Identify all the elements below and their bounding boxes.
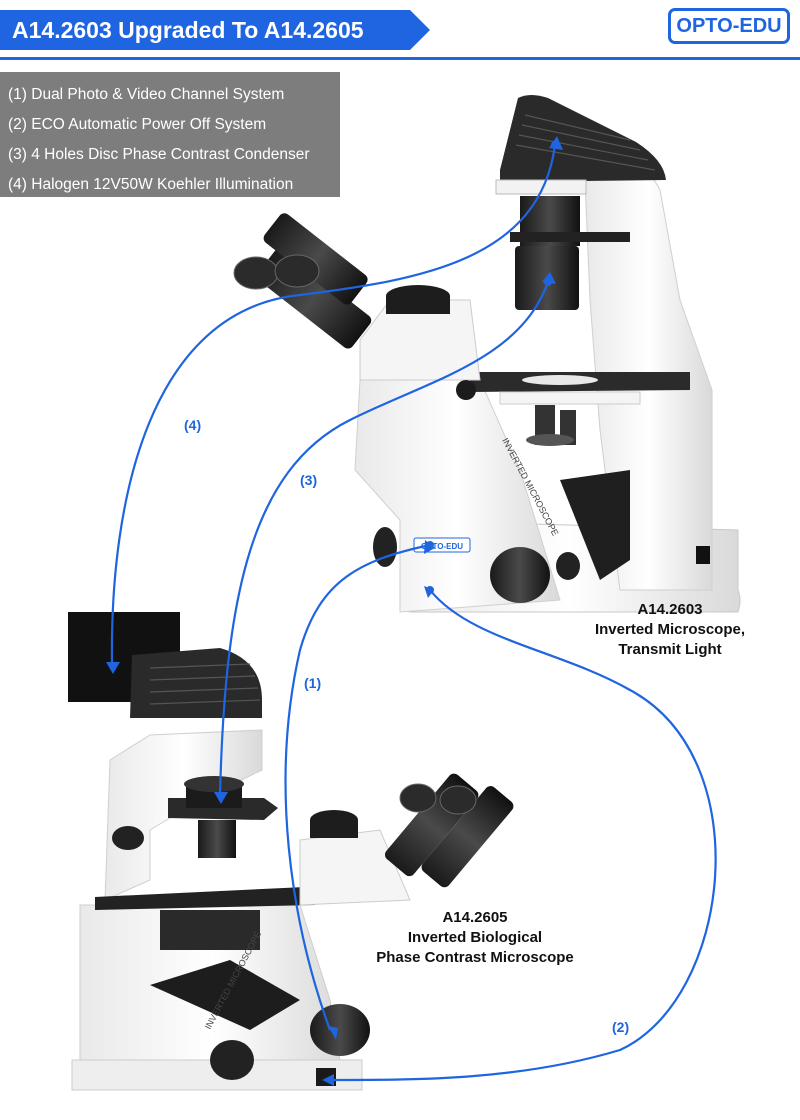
model-name: Transmit Light (618, 641, 722, 658)
brand-logo: OPTO-EDU (668, 8, 790, 44)
caption-bottom-microscope: A14.2605 Inverted Biological Phase Contr… (350, 908, 600, 968)
microscope-a14-2603: OPTO-EDU INVERTED MICROSCOPE (233, 95, 741, 613)
model-name: Phase Contrast Microscope (376, 949, 574, 966)
model-number: A14.2603 (637, 601, 703, 618)
connector-1 (284, 543, 431, 1031)
connector-label: (2) (612, 1019, 629, 1035)
connector-3 (218, 281, 550, 796)
microscope-a14-2605: INVERTED MICROSCOPE (68, 612, 514, 1091)
connector-lines (110, 144, 717, 1082)
connector-label: (3) (300, 472, 317, 488)
model-name: Inverted Biological (407, 929, 543, 946)
connector-label: (1) (304, 675, 321, 691)
feature-item: (1) Dual Photo & Video Channel System (8, 86, 285, 103)
feature-item: (4) Halogen 12V50W Koehler Illumination (8, 176, 294, 193)
feature-list: (1) Dual Photo & Video Channel System (2… (0, 72, 340, 197)
connector-label: (4) (184, 417, 201, 433)
feature-item: (2) ECO Automatic Power Off System (8, 116, 267, 133)
header-bar: A14.2603 Upgraded To A14.2605 OPTO-EDU (0, 0, 800, 60)
page-title: A14.2603 Upgraded To A14.2605 (0, 10, 430, 50)
model-name: Inverted Microscope, (594, 621, 746, 638)
model-number: A14.2605 (442, 909, 508, 926)
connector-2 (329, 589, 717, 1082)
connector-4 (110, 144, 557, 663)
connector-arrowheads (106, 136, 563, 1086)
feature-item: (3) 4 Holes Disc Phase Contrast Condense… (8, 146, 310, 163)
brand-badge-text: OPTO-EDU (421, 542, 463, 551)
caption-top-microscope: A14.2603 Inverted Microscope, Transmit L… (560, 600, 780, 660)
